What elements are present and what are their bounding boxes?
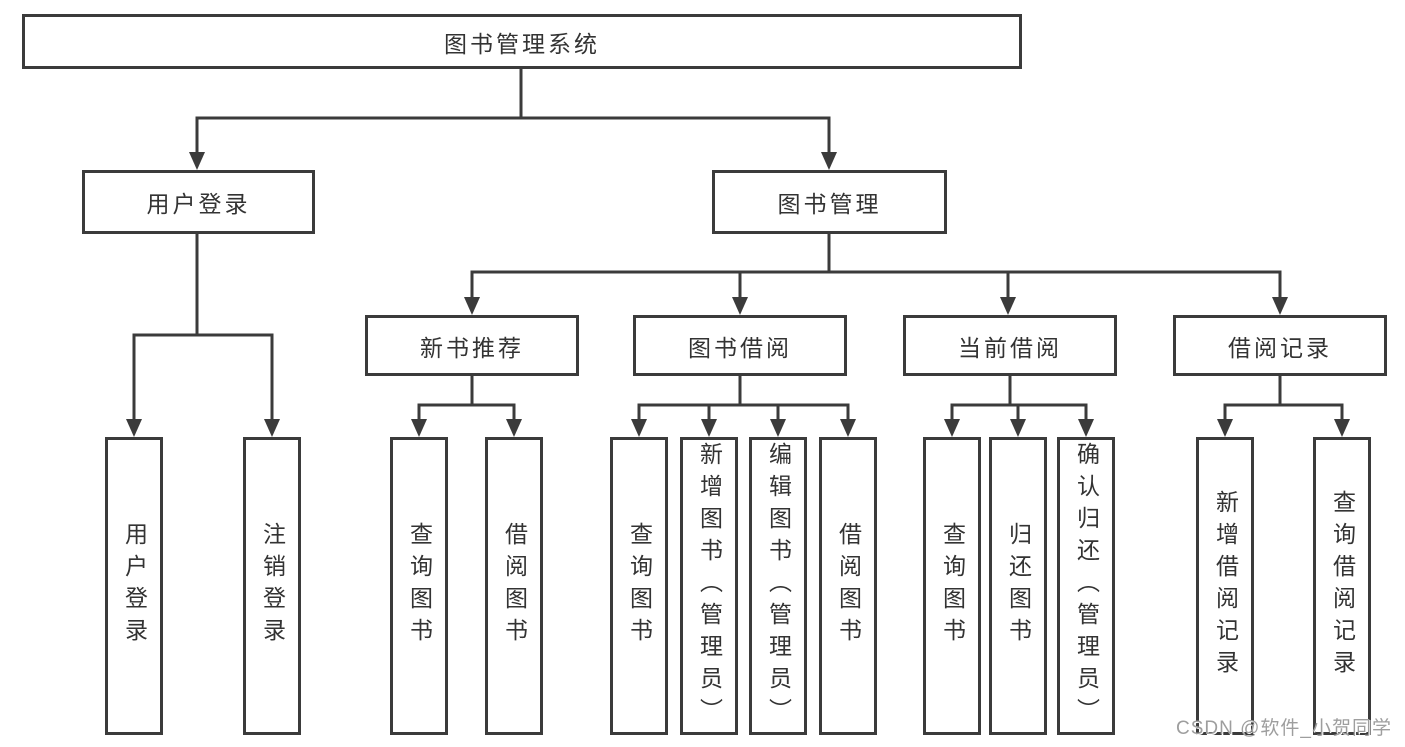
node-book-management-label: 图书管理 — [777, 191, 882, 217]
leaf-records-add-borrow-record-label: 新增借阅记录 — [1212, 490, 1239, 682]
leaf-borrow-borrow-books-label: 借阅图书 — [835, 522, 862, 650]
node-user-login: 用户登录 — [82, 170, 315, 234]
leaf-newbook-query-books-label: 查询图书 — [406, 522, 433, 650]
leaf-current-query-books: 查询图书 — [923, 437, 981, 735]
leaf-records-add-borrow-record: 新增借阅记录 — [1196, 437, 1254, 735]
leaf-newbook-borrow-books: 借阅图书 — [485, 437, 543, 735]
leaf-newbook-borrow-books-label: 借阅图书 — [501, 522, 528, 650]
leaf-current-confirm-return-admin: 确认归还（管理员） — [1057, 437, 1115, 735]
leaf-user-login-label: 用户登录 — [121, 522, 148, 650]
leaf-borrow-edit-books-admin: 编辑图书（管理员） — [749, 437, 807, 735]
leaf-user-login: 用户登录 — [105, 437, 163, 735]
node-new-book-recommend: 新书推荐 — [365, 315, 579, 376]
leaf-current-return-books: 归还图书 — [989, 437, 1047, 735]
leaf-current-query-books-label: 查询图书 — [939, 522, 966, 650]
leaf-current-return-books-label: 归还图书 — [1005, 522, 1032, 650]
node-book-borrow: 图书借阅 — [633, 315, 847, 376]
node-root-system: 图书管理系统 — [22, 14, 1022, 69]
leaf-logout: 注销登录 — [243, 437, 301, 735]
leaf-borrow-query-books-label: 查询图书 — [626, 522, 653, 650]
node-root-system-label: 图书管理系统 — [444, 30, 600, 57]
node-borrow-records: 借阅记录 — [1173, 315, 1387, 376]
node-new-book-recommend-label: 新书推荐 — [420, 334, 524, 361]
node-user-login-label: 用户登录 — [146, 191, 251, 217]
csdn-watermark: CSDN @软件_小贺同学 — [1176, 718, 1392, 739]
node-book-borrow-label: 图书借阅 — [688, 334, 792, 361]
leaf-borrow-query-books: 查询图书 — [610, 437, 668, 735]
node-borrow-records-label: 借阅记录 — [1228, 334, 1332, 361]
leaf-borrow-borrow-books: 借阅图书 — [819, 437, 877, 735]
leaf-records-query-borrow-record: 查询借阅记录 — [1313, 437, 1371, 735]
leaf-records-query-borrow-record-label: 查询借阅记录 — [1329, 490, 1356, 682]
leaf-logout-label: 注销登录 — [259, 522, 286, 650]
leaf-borrow-add-books-admin: 新增图书（管理员） — [680, 437, 738, 735]
node-book-management: 图书管理 — [712, 170, 947, 234]
leaf-borrow-edit-books-admin-label: 编辑图书（管理员） — [765, 442, 792, 730]
leaf-newbook-query-books: 查询图书 — [390, 437, 448, 735]
node-current-borrow: 当前借阅 — [903, 315, 1117, 376]
leaf-current-confirm-return-admin-label: 确认归还（管理员） — [1073, 442, 1100, 730]
leaf-borrow-add-books-admin-label: 新增图书（管理员） — [696, 442, 723, 730]
node-current-borrow-label: 当前借阅 — [958, 334, 1062, 361]
